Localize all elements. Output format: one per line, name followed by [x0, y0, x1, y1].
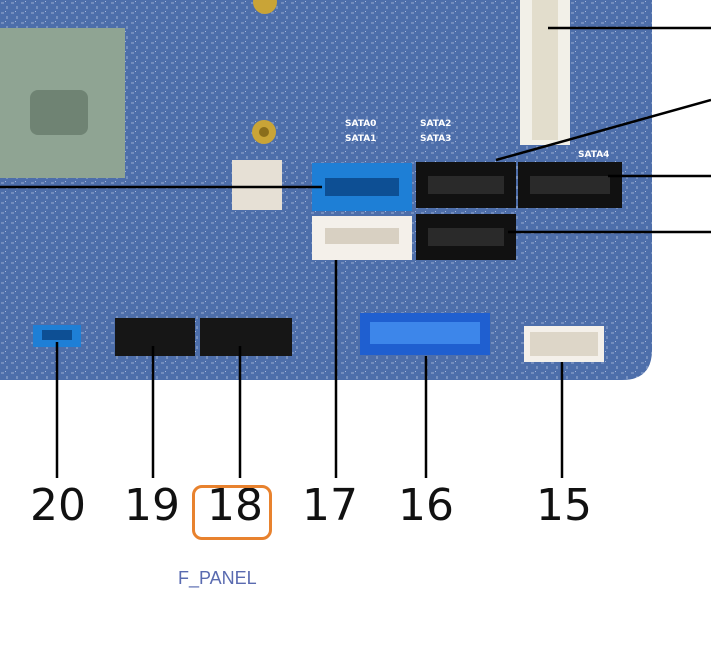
silk-sata4: SATA4 [578, 150, 609, 160]
callout-20: 20 [30, 480, 86, 531]
leader-lines [0, 26, 711, 478]
callout-15: 15 [536, 480, 592, 531]
callout-19: 19 [124, 480, 180, 531]
callout-18: 18 [207, 480, 263, 531]
callout-17: 17 [302, 480, 358, 531]
header-19-connector [115, 318, 195, 356]
front-panel-header-connector [200, 318, 292, 356]
callout-16: 16 [398, 480, 454, 531]
silk-sata2: SATA2 [420, 119, 451, 129]
small-connector [232, 160, 282, 210]
silk-sata3: SATA3 [420, 134, 451, 144]
f-panel-label: F_PANEL [178, 568, 257, 588]
silk-sata0: SATA0 [345, 119, 376, 129]
screw-top [253, 0, 277, 14]
callout-18-highlight [192, 485, 272, 540]
silk-sata1: SATA1 [345, 134, 376, 144]
